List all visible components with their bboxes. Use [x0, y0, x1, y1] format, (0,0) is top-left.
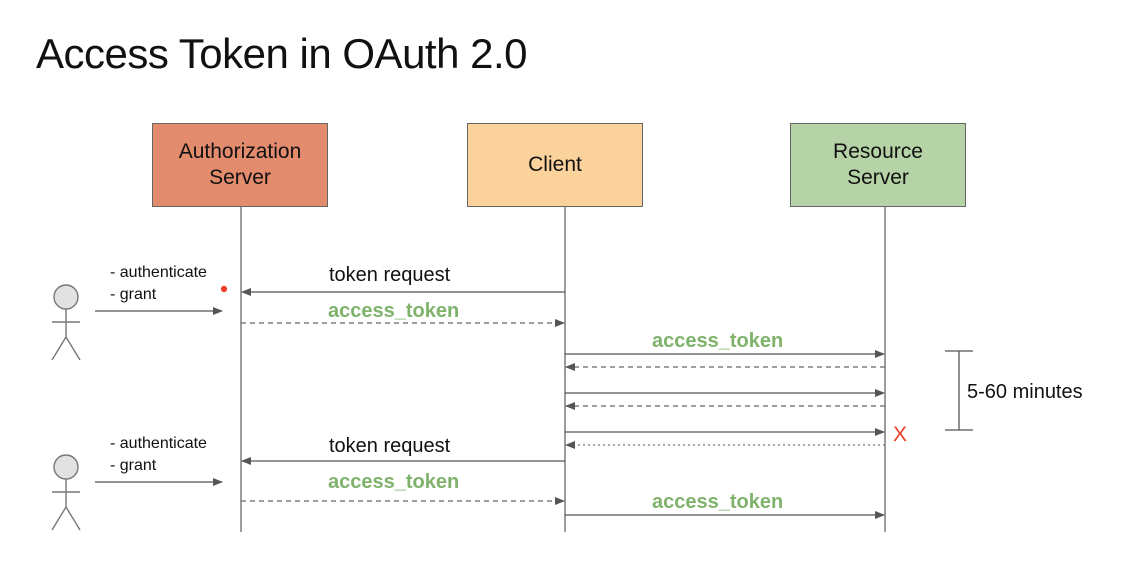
marker-dot [220, 285, 228, 293]
access-token-label: access_token [328, 300, 459, 322]
token-request-label: token request [329, 435, 451, 457]
access-token-label: access_token [652, 491, 783, 513]
access-token-label: access_token [328, 471, 459, 493]
token-request-label: token request [329, 264, 451, 286]
authorization-server-box: Authorization Server [152, 123, 328, 207]
page-title: Access Token in OAuth 2.0 [36, 30, 528, 77]
failure-x-mark: X [893, 423, 907, 446]
user-figure-icon [51, 454, 81, 531]
user-figure-icon [51, 284, 81, 361]
client-box: Client [467, 123, 643, 207]
expiry-duration-label: 5-60 minutes [967, 381, 1083, 403]
user-action-label: - authenticate [110, 264, 207, 281]
access-token-label: access_token [652, 330, 783, 352]
user-action-label: - grant [110, 286, 157, 303]
expiry-bracket [945, 350, 973, 431]
resource-server-box: Resource Server [790, 123, 966, 207]
user-action-label: - grant [110, 457, 157, 474]
user-action-label: - authenticate [110, 435, 207, 452]
